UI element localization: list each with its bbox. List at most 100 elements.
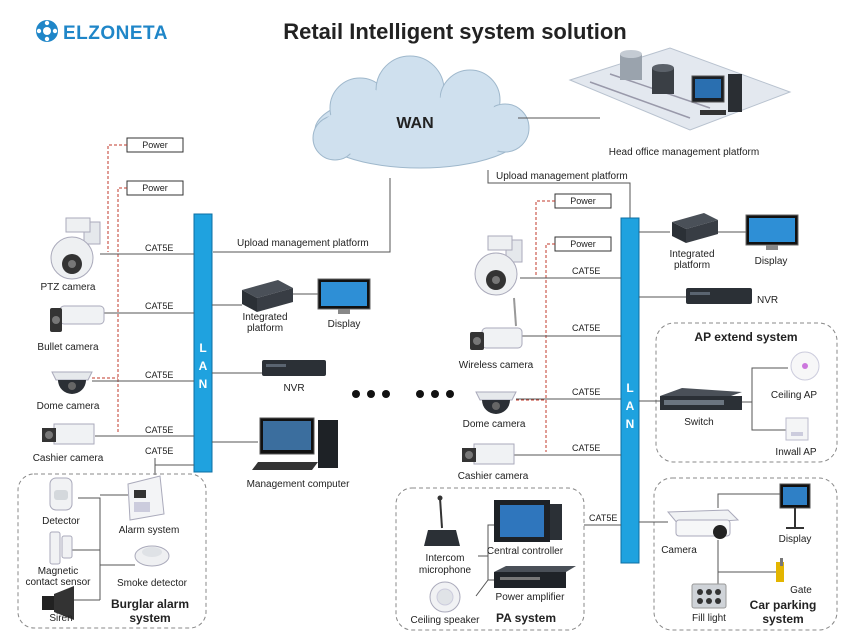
central-controller-icon — [494, 500, 562, 542]
upload-label-left: Upload management platform — [237, 238, 369, 249]
logo-icon — [36, 20, 58, 42]
lan-letter-a: A — [199, 359, 208, 373]
nvr-label: NVR — [283, 383, 304, 394]
cable-burglar — [154, 458, 194, 475]
display-label: Display — [328, 319, 361, 330]
alarm-system-label: Alarm system — [119, 525, 180, 536]
magnetic-sensor-icon — [49, 531, 73, 565]
wan-label: WAN — [396, 115, 433, 132]
magnetic-label-line1: Magnetic — [38, 566, 79, 577]
cashier-camera-label: Cashier camera — [458, 471, 529, 482]
intercom-label-line1: Intercom — [426, 553, 465, 564]
burglar-title-line2: system — [129, 611, 170, 625]
central-controller-label: Central controller — [487, 546, 564, 557]
burglar-alarm-group — [17, 473, 207, 629]
smoke-detector-icon — [134, 545, 170, 567]
nvr-label: NVR — [757, 295, 778, 306]
bullet-camera-icon — [50, 305, 105, 332]
cable-label: CAT5E — [589, 513, 617, 523]
burglar-title-line1: Burglar alarm — [111, 597, 189, 611]
cable-label: CAT5E — [145, 446, 173, 456]
nvr-icon — [686, 288, 752, 304]
display-label: Display — [755, 256, 788, 267]
display-icon — [317, 278, 371, 314]
smoke-detector-label: Smoke detector — [117, 578, 188, 589]
fill-light-icon — [691, 583, 727, 609]
lan-letter-l: L — [199, 341, 206, 355]
ceiling-ap-icon — [790, 351, 820, 381]
ptz-camera-label: PTZ camera — [40, 282, 95, 293]
lan-letter-l: L — [626, 381, 633, 395]
ap-extend-group — [655, 322, 838, 463]
dome-camera-label: Dome camera — [463, 419, 526, 430]
switch-icon — [660, 388, 742, 410]
cable-label: CAT5E — [145, 370, 173, 380]
power-amplifier-icon — [494, 566, 576, 588]
intercom-label-line2: microphone — [419, 565, 472, 576]
switch-label: Switch — [684, 417, 713, 428]
intercom-microphone-icon — [424, 495, 460, 546]
inwall-ap-icon — [785, 417, 809, 441]
wireless-camera-label: Wireless camera — [459, 360, 534, 371]
head-office-label: Head office management platform — [609, 147, 759, 158]
lan-letter-n: N — [626, 417, 635, 431]
cable-label: CAT5E — [572, 443, 600, 453]
integrated-label-line1: Integrated — [669, 249, 714, 260]
bullet-camera-label: Bullet camera — [37, 342, 99, 353]
car-parking-group — [653, 477, 838, 631]
gate-barrier-icon — [776, 558, 784, 582]
magnetic-label-line2: contact sensor — [25, 577, 91, 588]
parking-links — [717, 493, 780, 594]
ap-links — [742, 367, 788, 431]
power-line — [535, 200, 555, 276]
ceiling-speaker-label: Ceiling speaker — [411, 615, 481, 626]
dome-camera-icon — [475, 391, 517, 414]
management-computer-icon — [252, 417, 338, 470]
ptz-camera-icon — [50, 217, 101, 280]
upload-label-right: Upload management platform — [496, 171, 628, 182]
lan-letter-n: N — [199, 377, 208, 391]
burglar-link — [78, 497, 101, 600]
power-label: Power — [570, 196, 596, 206]
detector-label: Detector — [42, 516, 80, 527]
parking-camera-label: Camera — [661, 545, 697, 556]
page-title: Retail Intelligent system solution — [283, 19, 627, 44]
workstation-icon — [691, 74, 742, 115]
ptz-camera-icon — [474, 235, 523, 296]
parking-title-line1: Car parking — [750, 598, 817, 612]
server-icon — [620, 50, 674, 94]
logo: ELZONETA — [36, 20, 168, 44]
integrated-label-line2: platform — [247, 323, 283, 334]
siren-icon — [42, 586, 74, 620]
parking-display-icon — [779, 483, 811, 529]
dome-camera-label: Dome camera — [37, 401, 100, 412]
cashier-camera-icon — [42, 423, 95, 445]
fill-light-label: Fill light — [692, 613, 726, 624]
head-office-illustration — [568, 47, 792, 131]
alarm-panel-icon — [127, 475, 165, 521]
ceiling-ap-label: Ceiling AP — [771, 390, 817, 401]
cable-label: CAT5E — [145, 301, 173, 311]
nvr-icon — [262, 360, 326, 376]
pa-title: PA system — [496, 611, 556, 625]
wan-right-link — [487, 170, 631, 218]
display-icon — [745, 214, 799, 250]
power-label: Power — [142, 183, 168, 193]
management-computer-label: Management computer — [247, 479, 351, 490]
integrated-platform-icon — [672, 213, 718, 243]
integrated-platform-icon — [242, 280, 293, 312]
ellipsis-dots — [352, 390, 454, 398]
cashier-camera-label: Cashier camera — [33, 453, 104, 464]
cable-label: CAT5E — [145, 425, 173, 435]
parking-title-line2: system — [762, 612, 803, 626]
detector-icon — [49, 477, 73, 511]
inwall-ap-label: Inwall AP — [775, 447, 816, 458]
lan-switch-left — [193, 213, 213, 473]
cable-label: CAT5E — [572, 323, 600, 333]
power-label: Power — [570, 239, 596, 249]
wan-left-link — [213, 178, 391, 253]
power-line — [545, 243, 555, 452]
power-amplifier-label: Power amplifier — [496, 592, 566, 603]
logo-text: ELZONETA — [63, 23, 168, 44]
